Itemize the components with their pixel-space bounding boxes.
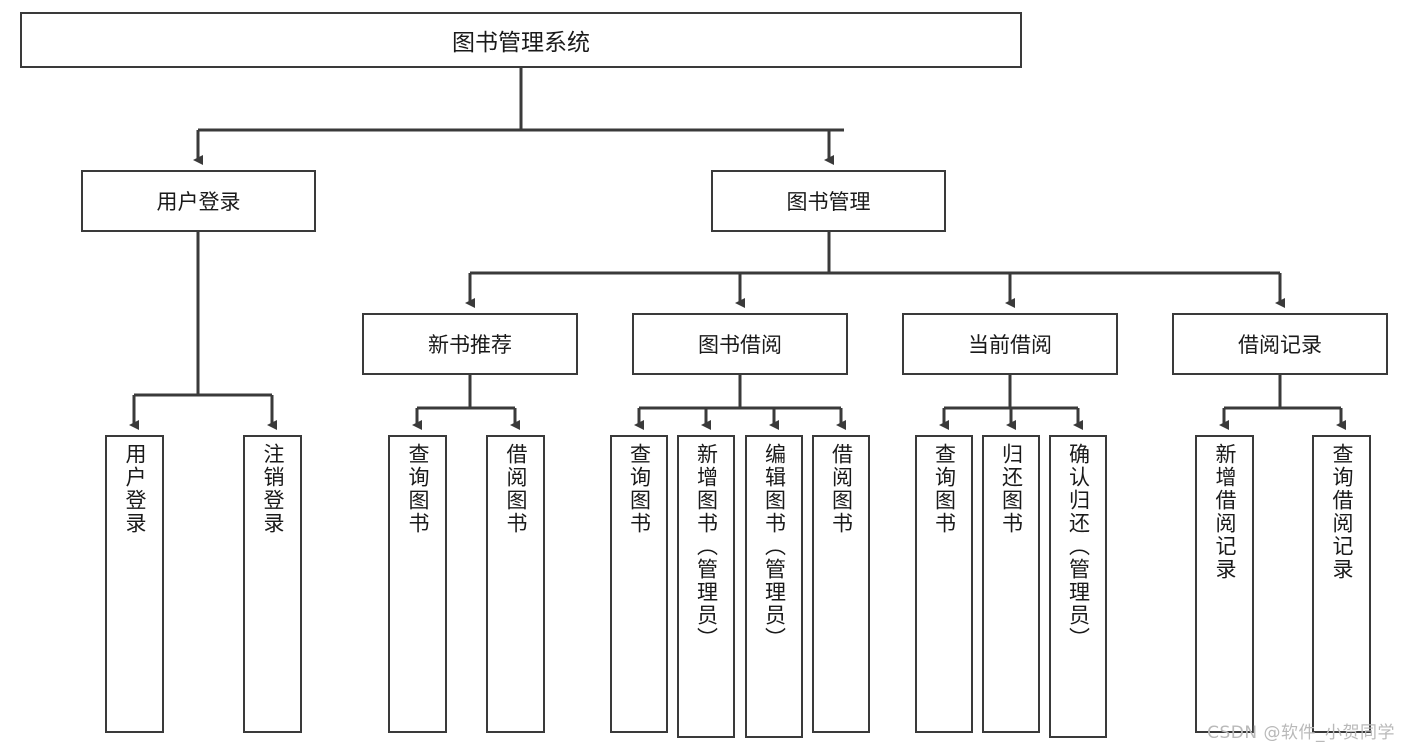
leaf-node-borrow-book-recommend[interactable]: 借阅图书 xyxy=(486,435,545,733)
node-root-system[interactable]: 图书管理系统 xyxy=(20,12,1022,68)
csdn-watermark: CSDN @软件_小贺同学 xyxy=(1207,723,1395,743)
leaf-node-query-book-borrow[interactable]: 查询图书 xyxy=(610,435,668,733)
leaf-node-logout[interactable]: 注销登录 xyxy=(243,435,302,733)
node-label: 归还图书 xyxy=(999,443,1024,535)
leaf-node-query-book-current[interactable]: 查询图书 xyxy=(915,435,973,733)
leaf-node-query-book-recommend[interactable]: 查询图书 xyxy=(388,435,447,733)
node-label: 用户登录 xyxy=(156,190,241,214)
node-level3-book-borrow[interactable]: 图书借阅 xyxy=(632,313,848,375)
node-label: 新增图书（管理员） xyxy=(694,443,719,650)
leaf-node-user-login[interactable]: 用户登录 xyxy=(105,435,164,733)
node-level3-new-book-recommend[interactable]: 新书推荐 xyxy=(362,313,578,375)
node-label: 借阅记录 xyxy=(1238,333,1322,357)
node-label: 图书管理 xyxy=(786,190,871,214)
leaf-node-query-borrow-record[interactable]: 查询借阅记录 xyxy=(1312,435,1371,733)
node-level3-current-borrow[interactable]: 当前借阅 xyxy=(902,313,1118,375)
node-label: 借阅图书 xyxy=(829,443,854,535)
node-level2-book-management[interactable]: 图书管理 xyxy=(711,170,946,232)
node-label: 注销登录 xyxy=(261,443,285,535)
node-label: 新书推荐 xyxy=(428,333,512,357)
node-level3-borrow-record[interactable]: 借阅记录 xyxy=(1172,313,1388,375)
node-label: 用户登录 xyxy=(123,443,147,535)
node-level2-user-login[interactable]: 用户登录 xyxy=(81,170,316,232)
node-label: 当前借阅 xyxy=(968,333,1052,357)
leaf-node-borrow-book[interactable]: 借阅图书 xyxy=(812,435,870,733)
node-label: 查询图书 xyxy=(627,443,652,535)
leaf-node-confirm-return-admin[interactable]: 确认归还（管理员） xyxy=(1049,435,1107,738)
node-label: 图书借阅 xyxy=(698,333,782,357)
node-label: 编辑图书（管理员） xyxy=(762,443,787,650)
node-label: 新增借阅记录 xyxy=(1213,443,1237,581)
leaf-node-return-book[interactable]: 归还图书 xyxy=(982,435,1040,733)
node-label: 查询借阅记录 xyxy=(1330,443,1354,581)
node-label: 确认归还（管理员） xyxy=(1066,443,1091,650)
leaf-node-add-borrow-record[interactable]: 新增借阅记录 xyxy=(1195,435,1254,733)
node-label: 借阅图书 xyxy=(504,443,528,535)
node-label: 查询图书 xyxy=(406,443,430,535)
leaf-node-edit-book-admin[interactable]: 编辑图书（管理员） xyxy=(745,435,803,738)
node-label: 查询图书 xyxy=(932,443,957,535)
leaf-node-add-book-admin[interactable]: 新增图书（管理员） xyxy=(677,435,735,738)
node-label: 图书管理系统 xyxy=(452,30,590,56)
